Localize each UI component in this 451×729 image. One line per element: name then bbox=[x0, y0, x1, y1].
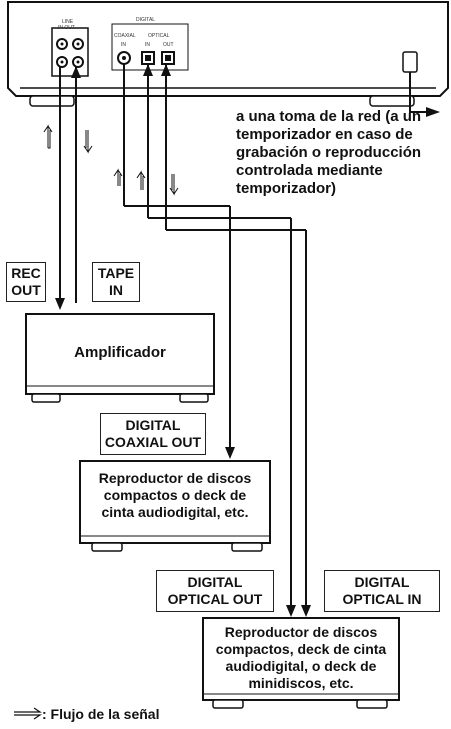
signal-flow-arrow-icon bbox=[14, 707, 42, 720]
legend-text: : Flujo de la señal bbox=[42, 706, 160, 722]
digital-label: DIGITAL bbox=[136, 17, 156, 23]
optical-cables bbox=[136, 64, 311, 617]
amplifier-label: Amplificador bbox=[74, 344, 166, 361]
optical-out-label: OUT bbox=[163, 42, 174, 48]
line-jacks bbox=[51, 27, 89, 77]
digital-optical-out-label: DIGITAL OPTICAL OUT bbox=[156, 570, 274, 612]
coaxial-in-label: IN bbox=[121, 42, 126, 48]
coaxial-player-device bbox=[79, 460, 271, 552]
amplifier-device bbox=[25, 313, 215, 403]
optical-player-label: Reproductor de discos compactos, deck de… bbox=[215, 624, 387, 691]
line-sub-label: IN OUT bbox=[58, 25, 75, 31]
rec-out-label: REC OUT bbox=[6, 262, 46, 302]
mains-outlet-note: a una toma de la red (a un temporizador … bbox=[236, 108, 422, 197]
amplifier-cables bbox=[43, 66, 93, 310]
tape-in-label: TAPE IN bbox=[92, 262, 140, 302]
rear-panel bbox=[7, 1, 449, 107]
optical-label: OPTICAL bbox=[148, 33, 170, 39]
digital-coaxial-out-label: DIGITAL COAXIAL OUT bbox=[100, 413, 206, 455]
power-cord bbox=[402, 51, 440, 117]
digital-optical-in-label: DIGITAL OPTICAL IN bbox=[324, 570, 440, 612]
optical-player-device bbox=[202, 617, 400, 709]
coaxial-player-label: Reproductor de discos compactos o deck d… bbox=[98, 470, 252, 520]
coaxial-cable bbox=[113, 64, 235, 459]
coaxial-label: COAXIAL bbox=[114, 33, 136, 39]
digital-jacks bbox=[111, 23, 189, 71]
line-label: LINE bbox=[62, 19, 74, 25]
optical-in-label: IN bbox=[145, 42, 150, 48]
